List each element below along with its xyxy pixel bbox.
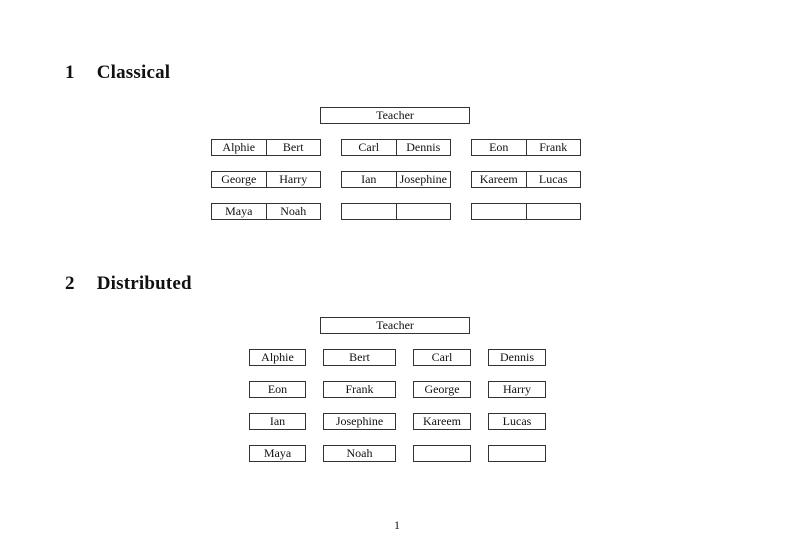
single-desk: Dennis	[488, 349, 546, 366]
seat: Noah	[265, 204, 321, 219]
single-desk: Eon	[249, 381, 306, 398]
section-number: 2	[65, 273, 75, 294]
two-seat-desk-empty	[471, 203, 581, 220]
teacher-label: Teacher	[376, 108, 414, 122]
desk-row: George Harry Ian Josephine Kareem Lucas	[211, 171, 581, 188]
single-desk-empty	[488, 445, 546, 462]
seat: George	[221, 172, 257, 186]
two-seat-desk-empty	[341, 203, 451, 220]
single-desk: Ian	[249, 413, 306, 430]
two-seat-desk: Maya Noah	[211, 203, 321, 220]
section-title: Classical	[96, 62, 171, 83]
teacher-label: Teacher	[376, 318, 414, 332]
single-desk: Bert	[323, 349, 396, 366]
desk-row: Maya Noah	[249, 445, 546, 462]
two-seat-desk: George Harry	[211, 171, 321, 188]
page-number: 1	[394, 518, 400, 532]
single-desk: Lucas	[488, 413, 546, 430]
distributed-desk-grid: Alphie Bert Carl Dennis Eon Frank George…	[249, 349, 546, 477]
seat: Dennis	[395, 140, 451, 155]
desk-row: Ian Josephine Kareem Lucas	[249, 413, 546, 430]
two-seat-desk: Carl Dennis	[341, 139, 451, 156]
seat: Eon	[489, 140, 509, 154]
single-desk: Frank	[323, 381, 396, 398]
single-desk: Maya	[249, 445, 306, 462]
section-number: 1	[65, 62, 75, 83]
seat	[525, 204, 581, 219]
seat: Frank	[525, 140, 581, 155]
seat: Bert	[265, 140, 321, 155]
two-seat-desk: Ian Josephine	[341, 171, 451, 188]
section-title: Distributed	[96, 273, 192, 294]
single-desk: George	[413, 381, 471, 398]
seat: Ian	[361, 172, 377, 186]
single-desk: Noah	[323, 445, 396, 462]
seat	[342, 204, 396, 219]
seat: Lucas	[525, 172, 581, 187]
single-desk: Alphie	[249, 349, 306, 366]
single-desk: Carl	[413, 349, 471, 366]
desk-row: Eon Frank George Harry	[249, 381, 546, 398]
two-seat-desk: Kareem Lucas	[471, 171, 581, 188]
desk-row: Alphie Bert Carl Dennis Eon Frank	[211, 139, 581, 156]
single-desk: Kareem	[413, 413, 471, 430]
seat: Harry	[265, 172, 321, 187]
section-heading-distributed: 2 Distributed	[65, 273, 192, 295]
seat	[395, 204, 451, 219]
two-seat-desk: Alphie Bert	[211, 139, 321, 156]
teacher-box: Teacher	[320, 317, 470, 334]
two-seat-desk: Eon Frank	[471, 139, 581, 156]
desk-row: Maya Noah	[211, 203, 581, 220]
seat: Maya	[225, 204, 253, 218]
section-heading-classical: 1 Classical	[65, 62, 170, 84]
seat	[472, 204, 526, 219]
seat: Kareem	[479, 172, 518, 186]
single-desk: Josephine	[323, 413, 396, 430]
seat: Carl	[358, 140, 380, 154]
single-desk-empty	[413, 445, 471, 462]
teacher-box: Teacher	[320, 107, 470, 124]
seat: Josephine	[395, 172, 451, 187]
single-desk: Harry	[488, 381, 546, 398]
desk-row: Alphie Bert Carl Dennis	[249, 349, 546, 366]
seat: Alphie	[222, 140, 256, 154]
classical-desk-grid: Alphie Bert Carl Dennis Eon Frank George…	[211, 139, 581, 235]
